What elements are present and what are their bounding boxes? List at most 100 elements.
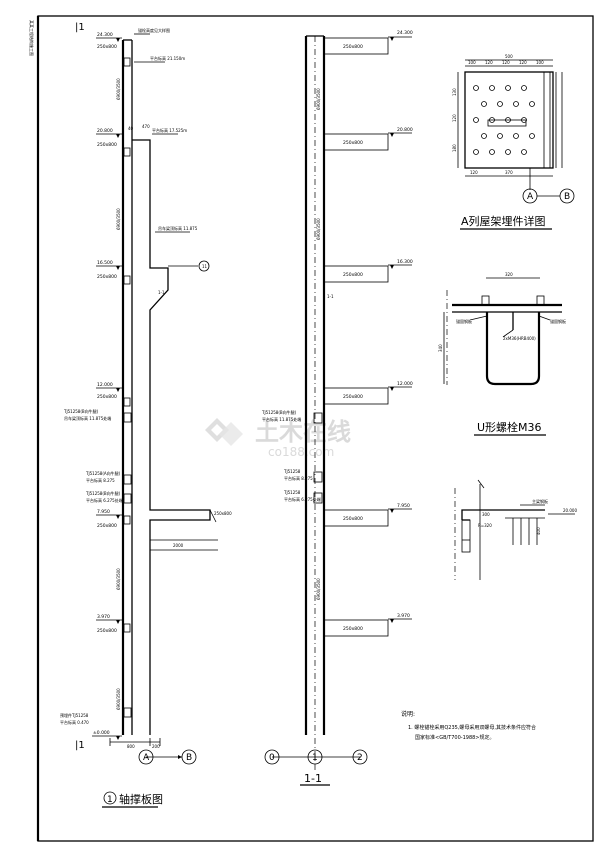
svg-text:250x800: 250x800	[97, 394, 117, 400]
svg-text:24.300: 24.300	[397, 30, 413, 36]
svg-text:0: 0	[269, 753, 275, 763]
svg-text:1: 1	[312, 753, 318, 763]
svg-text:120: 120	[470, 170, 478, 175]
svg-text:1-1: 1-1	[158, 290, 165, 295]
detail-a-title: A列屋架埋件详图	[461, 214, 546, 228]
svg-text:TJ51258: TJ51258	[283, 490, 301, 495]
svg-text:锚固钢板: 锚固钢板	[456, 318, 472, 324]
svg-text:6900/3500: 6900/3500	[116, 78, 121, 100]
embed-plate	[464, 71, 554, 169]
svg-text:吊车梁顶标高 11.875处端: 吊车梁顶标高 11.875处端	[64, 415, 111, 421]
left-elevation: |1 |1 24.300 20.800 16.500 12.000 7.950 …	[60, 22, 232, 808]
svg-text:120: 120	[485, 60, 493, 65]
embed-plate-detail: 500 100 120 120 120 100 130 120 180	[452, 54, 575, 230]
svg-text:120: 120	[452, 114, 457, 122]
svg-text:120: 120	[519, 60, 527, 65]
svg-text:470: 470	[142, 124, 150, 129]
svg-text:20.000: 20.000	[563, 508, 577, 513]
svg-text:250x800: 250x800	[214, 511, 232, 516]
svg-text:2000: 2000	[173, 543, 184, 548]
svg-text:40: 40	[128, 126, 134, 131]
svg-text:±0.000: ±0.000	[93, 730, 110, 736]
svg-text:250x800: 250x800	[343, 140, 363, 146]
left-bottom-dims: 800 200	[109, 738, 161, 749]
svg-text:180: 180	[452, 144, 457, 152]
general-notes: 说明: 1. 螺栓锚栓采用Q235,螺母采用双螺母,其技术条件应符合 国家标准<…	[401, 710, 536, 741]
svg-text:3.970: 3.970	[397, 613, 410, 619]
center-section-title: 1-1	[304, 772, 322, 785]
svg-text:20.800: 20.800	[97, 128, 113, 134]
watermark: 土木在线 co188.com	[205, 418, 351, 459]
svg-text:2xM36(HRB400): 2xM36(HRB400)	[503, 336, 536, 341]
svg-text:预埋件TJ51258: 预埋件TJ51258	[60, 712, 89, 718]
svg-text:6900/3500: 6900/3500	[316, 88, 321, 110]
center-connection-notes: TJ51258(B向牛腿) 平台标高 11.875处端 TJ51258 平台标高…	[261, 409, 323, 504]
svg-text:11: 11	[202, 264, 208, 269]
watermark-sub: co188.com	[268, 445, 334, 459]
svg-text:平台标高 6.275处端: 平台标高 6.275处端	[86, 497, 123, 503]
svg-text:平台标高 21.150m: 平台标高 21.150m	[150, 55, 185, 61]
left-beam-ticks	[123, 57, 131, 633]
svg-text:6900/3500: 6900/3500	[316, 578, 321, 600]
svg-text:7.950: 7.950	[397, 503, 410, 509]
svg-text:250x800: 250x800	[343, 516, 363, 522]
svg-text:24.300: 24.300	[97, 32, 113, 38]
left-connection-notes: TJ51258(B向牛腿) 吊车梁顶标高 11.875处端 TJ51258(A向…	[60, 408, 132, 725]
svg-text:20.800: 20.800	[397, 127, 413, 133]
svg-text:100: 100	[468, 60, 476, 65]
center-elevation: 250x800 250x800 250x800 250x800 250x800 …	[261, 30, 413, 786]
svg-text:250x800: 250x800	[97, 44, 117, 50]
svg-text:R=320: R=320	[478, 523, 492, 528]
svg-text:TJ51258(B向牛腿): TJ51258(B向牛腿)	[63, 408, 99, 414]
svg-text:400: 400	[536, 527, 541, 535]
svg-text:A: A	[527, 192, 534, 202]
svg-text:TJ51258: TJ51258	[283, 469, 301, 474]
svg-text:320: 320	[505, 272, 513, 277]
notes-line-1: 1. 螺栓锚栓采用Q235,螺母采用双螺母,其技术条件应符合	[408, 724, 536, 731]
left-section-mark-bottom: |1	[75, 740, 85, 751]
svg-text:7.950: 7.950	[97, 509, 110, 515]
embed-anchors	[473, 85, 535, 155]
u-bolt-detail: 320 340 锚固钢板 2xM36(HRB400) 锚固钢板 U形螺栓M36	[438, 272, 566, 436]
border-label: 某某工程结构施工图	[29, 20, 35, 56]
left-height-dims: 6900/3500 6900/3500 6900/3500 6900/3500	[116, 78, 121, 710]
svg-text:TJ51258(B向牛腿): TJ51258(B向牛腿)	[261, 409, 297, 415]
svg-text:平台标高 11.875处端: 平台标高 11.875处端	[262, 416, 301, 422]
svg-text:300: 300	[482, 512, 490, 517]
left-beam-labels: 250x800 250x800 250x800 250x800 250x800 …	[97, 44, 117, 634]
svg-text:B: B	[186, 753, 192, 763]
u-bolt-shape	[485, 312, 541, 386]
svg-text:200: 200	[152, 744, 160, 749]
svg-text:3.970: 3.970	[97, 614, 110, 620]
svg-text:锚固钢板: 锚固钢板	[550, 318, 566, 324]
center-height-dims: 6900/3500 6900/3500 6900/3500	[316, 88, 321, 600]
svg-text:800: 800	[127, 744, 135, 749]
center-beams	[323, 37, 389, 637]
svg-text:120: 120	[502, 60, 510, 65]
svg-text:250x800: 250x800	[343, 272, 363, 278]
svg-text:12.000: 12.000	[397, 381, 413, 387]
svg-text:16.300: 16.300	[397, 259, 413, 265]
left-title-text: 轴撑板图	[119, 792, 163, 806]
svg-text:250x800: 250x800	[97, 523, 117, 529]
svg-text:平台标高 17.525m: 平台标高 17.525m	[152, 127, 187, 133]
svg-text:平台标高 8.275: 平台标高 8.275	[86, 477, 115, 483]
svg-text:100: 100	[536, 60, 544, 65]
svg-text:250x800: 250x800	[97, 142, 117, 148]
left-title: 1 轴撑板图	[102, 791, 163, 808]
svg-text:6900/3500: 6900/3500	[116, 688, 121, 710]
center-axis-markers: 0 1 2	[264, 749, 368, 765]
detail-a-left-dims: 130 120 180	[452, 88, 457, 152]
svg-text:B: B	[564, 192, 570, 202]
svg-text:6900/3500: 6900/3500	[116, 568, 121, 590]
svg-text:吊车梁顶标高 11.875: 吊车梁顶标高 11.875	[158, 225, 198, 231]
svg-text:250x800: 250x800	[97, 274, 117, 280]
svg-text:250x800: 250x800	[343, 44, 363, 50]
left-section-mark: |1	[75, 22, 85, 33]
left-notes: 锚栓高度见大样图 平台标高 21.150m 平台标高 17.525m 吊车梁顶标…	[128, 27, 210, 295]
bracket-detail: 主梁钢板 20.000 300 R=320 400	[454, 479, 577, 580]
svg-text:370: 370	[505, 170, 513, 175]
svg-text:12.000: 12.000	[97, 382, 113, 388]
